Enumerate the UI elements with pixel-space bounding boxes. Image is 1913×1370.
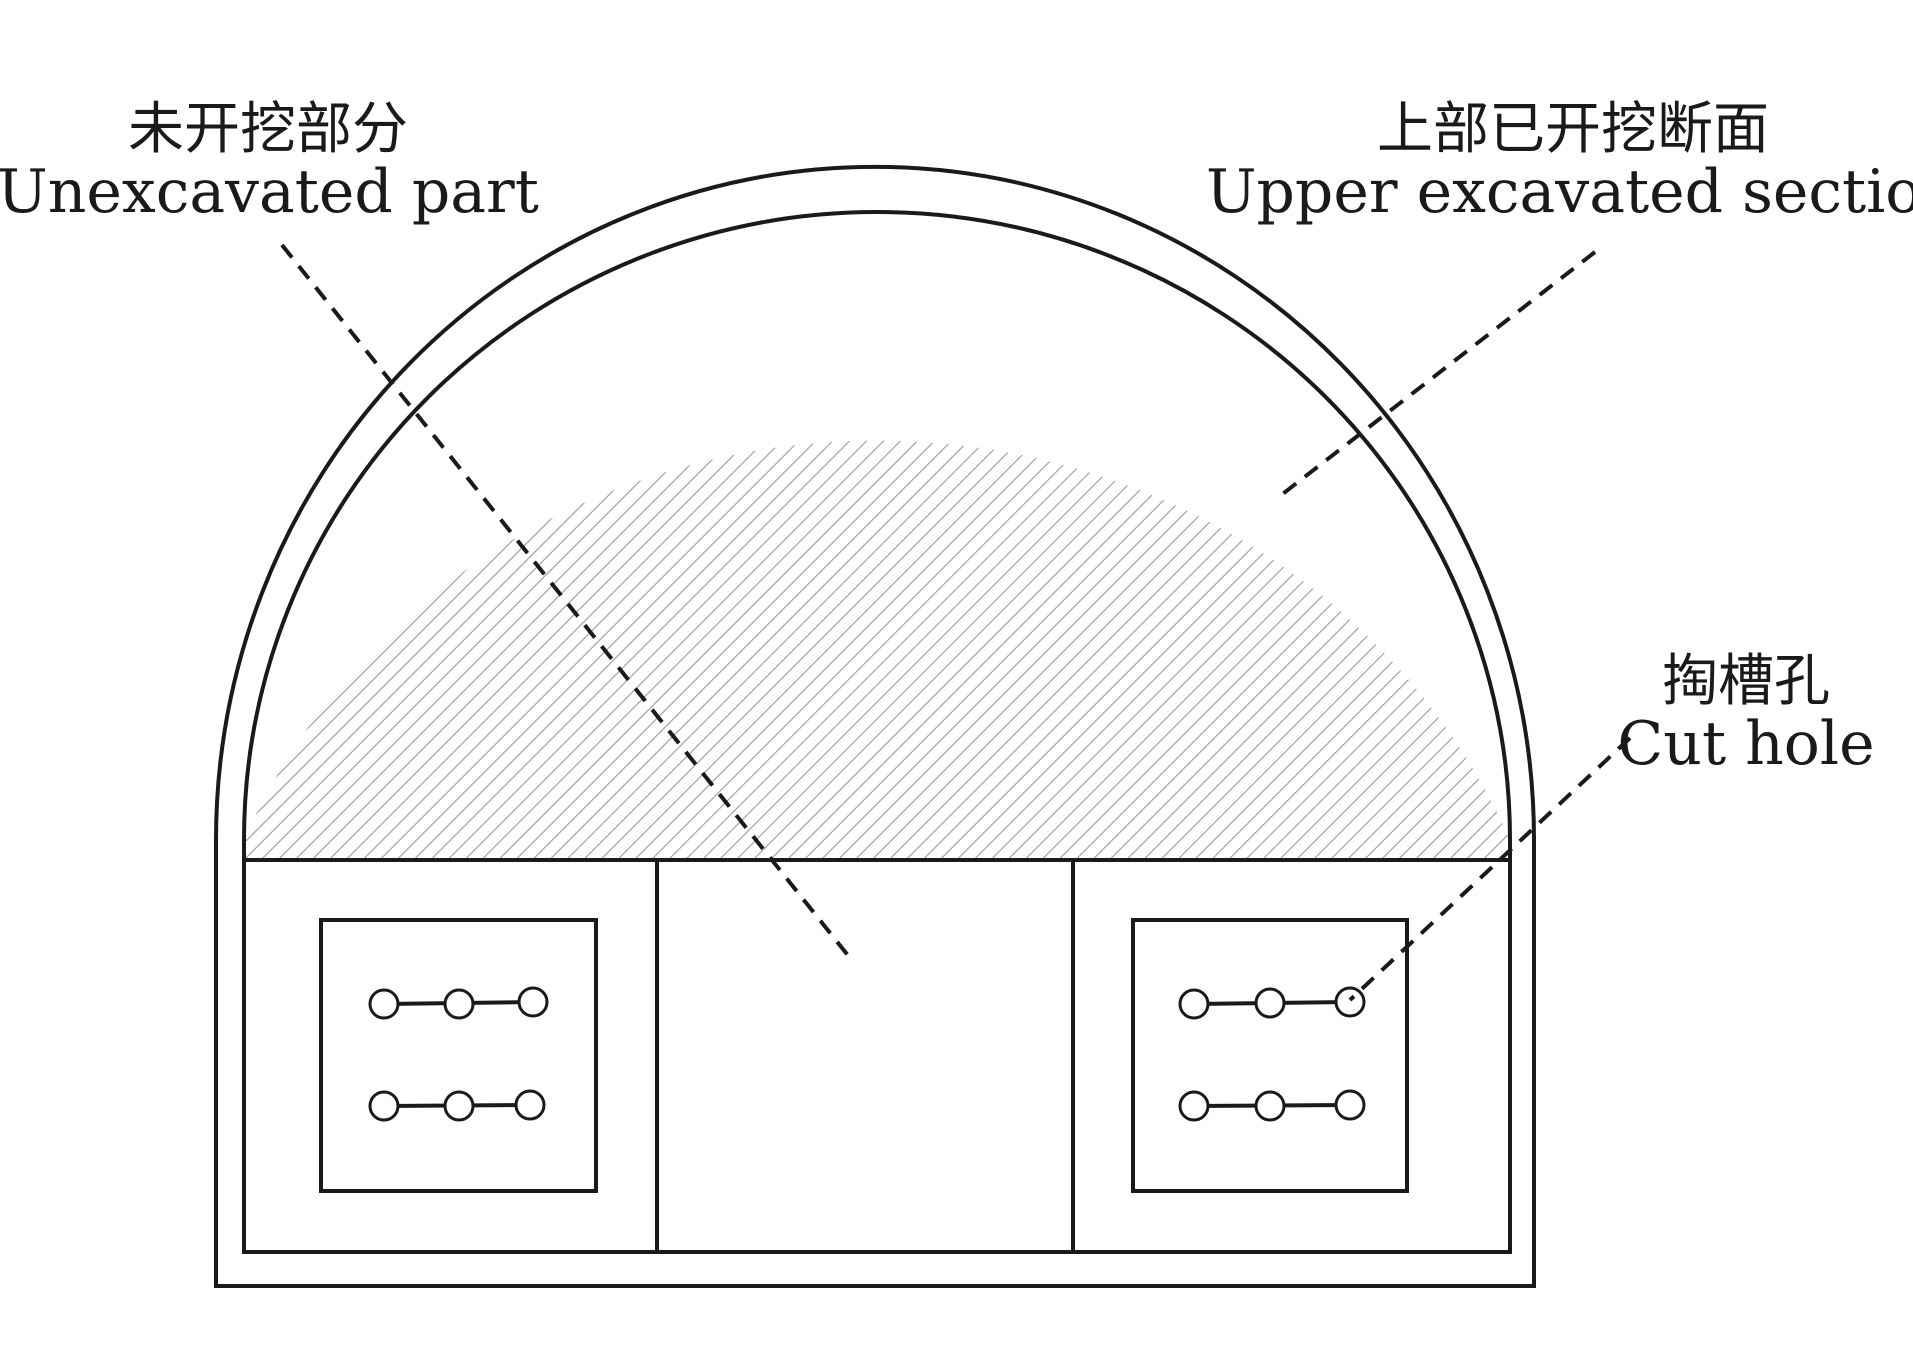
label-unexcavated-cn: 未开挖部分 [128, 97, 408, 162]
label-cut-hole-cn: 掏槽孔 [1662, 649, 1830, 714]
label-unexcavated-en: Unexcavated part [0, 157, 539, 227]
label-upper-cn: 上部已开挖断面 [1377, 97, 1769, 162]
drill-hole [1254, 1090, 1286, 1122]
leader-line-unexcavated [280, 243, 852, 960]
cut-hole-box-right [1131, 918, 1409, 1193]
drill-hole [1334, 1089, 1366, 1121]
drill-hole [1178, 988, 1210, 1020]
drill-hole [514, 1089, 546, 1121]
drill-hole [517, 986, 549, 1018]
drill-hole [443, 988, 475, 1020]
drill-hole [1334, 986, 1366, 1018]
inner-lining [242, 210, 1512, 1254]
drill-hole [368, 988, 400, 1020]
label-upper-en: Upper excavated section [1206, 157, 1913, 227]
cut-hole-box-left [319, 918, 598, 1193]
drill-hole [1254, 987, 1286, 1019]
drill-hole [368, 1090, 400, 1122]
label-cut-hole-en: Cut hole [1617, 709, 1874, 779]
outer-lining [214, 164, 1536, 1288]
drill-hole [1178, 1090, 1210, 1122]
drill-hole [443, 1090, 475, 1122]
cut-hole-group-right [1131, 918, 1409, 1193]
cut-hole-group-left [319, 918, 598, 1193]
leader-line-cut-hole [1348, 736, 1632, 1002]
upper-excavated-section [244, 440, 1510, 860]
leader-line-upper [1278, 250, 1597, 498]
